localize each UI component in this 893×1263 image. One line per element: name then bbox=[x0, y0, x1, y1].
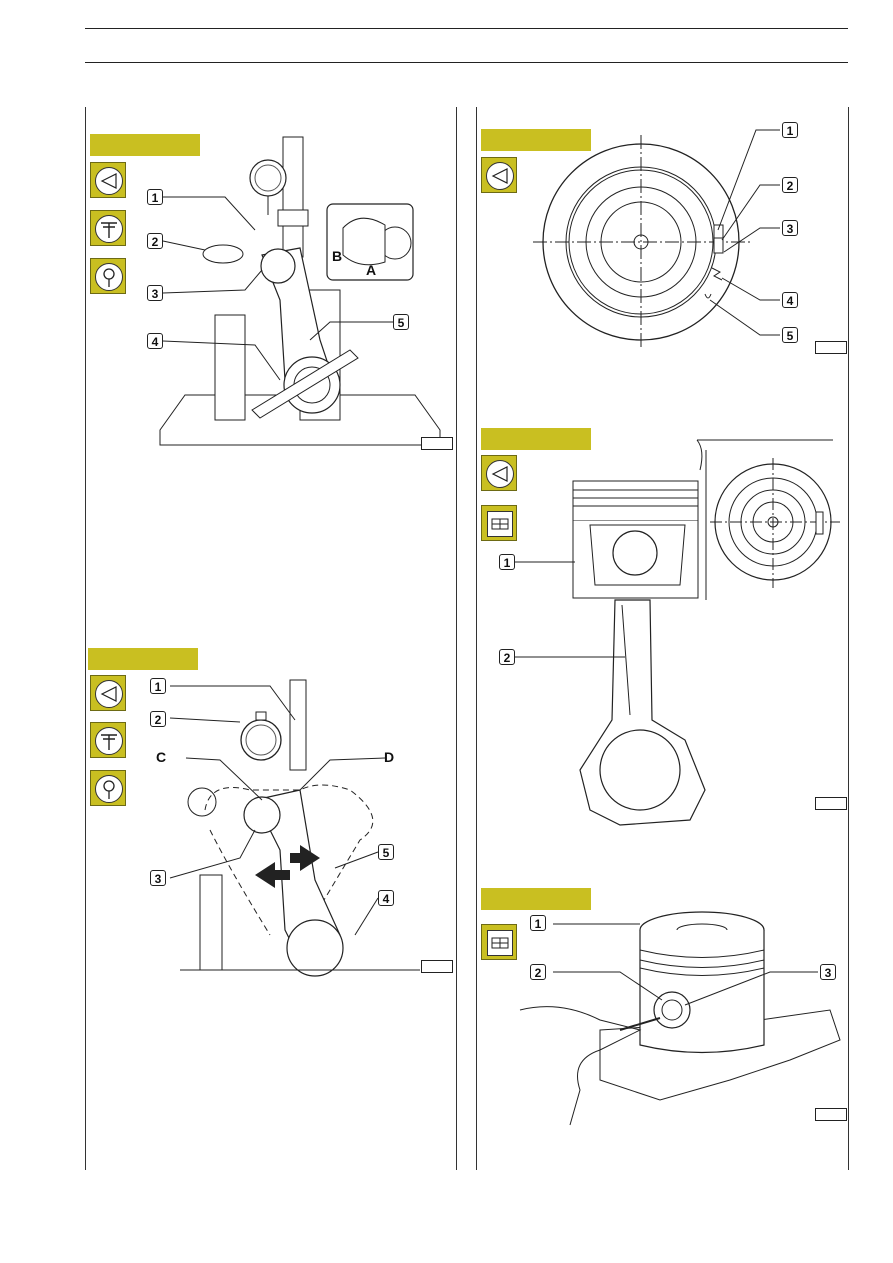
measure-icon bbox=[90, 675, 126, 711]
fig2-callout-5: 5 bbox=[378, 844, 394, 860]
measure-icon bbox=[481, 455, 517, 491]
fig2-callout-2: 2 bbox=[150, 711, 166, 727]
measure-icon bbox=[481, 157, 517, 193]
measure-icon bbox=[90, 162, 126, 198]
fig1-callout-5: 5 bbox=[393, 314, 409, 330]
fig1-callout-1: 1 bbox=[147, 189, 163, 205]
fig3-callout-4: 4 bbox=[782, 292, 798, 308]
figure-3-tab bbox=[481, 129, 591, 151]
fig1-callout-3: 3 bbox=[147, 285, 163, 301]
fig5-callout-1: 1 bbox=[530, 915, 546, 931]
figure-1-tab bbox=[90, 134, 200, 156]
fig3-callout-5: 5 bbox=[782, 327, 798, 343]
fig3-callout-1: 1 bbox=[782, 122, 798, 138]
fig4-callout-2: 2 bbox=[499, 649, 515, 665]
fig5-callout-3: 3 bbox=[820, 964, 836, 980]
fig5-ref-box bbox=[815, 1108, 847, 1121]
fig2-label-c: C bbox=[156, 749, 167, 765]
assembly-icon bbox=[481, 505, 517, 541]
fig2-callout-1: 1 bbox=[150, 678, 166, 694]
fig1-ref-box bbox=[421, 437, 453, 450]
fig5-callout-2: 2 bbox=[530, 964, 546, 980]
inspect-icon bbox=[90, 258, 126, 294]
column-divider-left bbox=[85, 107, 86, 1170]
fig3-callout-3: 3 bbox=[782, 220, 798, 236]
gauge-tool-icon bbox=[90, 210, 126, 246]
column-divider-center-a bbox=[456, 107, 457, 1170]
gauge-tool-icon bbox=[90, 722, 126, 758]
fig2-label-d: D bbox=[384, 749, 395, 765]
column-divider-center-b bbox=[476, 107, 477, 1170]
fig1-callout-4: 4 bbox=[147, 333, 163, 349]
assembly-icon bbox=[481, 924, 517, 960]
fig4-callout-1: 1 bbox=[499, 554, 515, 570]
fig1-callout-2: 2 bbox=[147, 233, 163, 249]
figure-5-tab bbox=[481, 888, 591, 910]
figure-2-tab bbox=[88, 648, 198, 670]
header-rule-bottom bbox=[85, 62, 848, 63]
fig3-ref-box bbox=[815, 341, 847, 354]
fig2-ref-box bbox=[421, 960, 453, 973]
column-divider-right bbox=[848, 107, 849, 1170]
header-rule-top bbox=[85, 28, 848, 29]
fig4-ref-box bbox=[815, 797, 847, 810]
figure-4-tab bbox=[481, 428, 591, 450]
inspect-icon bbox=[90, 770, 126, 806]
fig1-label-a: A bbox=[366, 262, 377, 278]
fig2-callout-4: 4 bbox=[378, 890, 394, 906]
fig3-callout-2: 2 bbox=[782, 177, 798, 193]
fig2-callout-3: 3 bbox=[150, 870, 166, 886]
fig1-label-b: B bbox=[332, 248, 343, 264]
